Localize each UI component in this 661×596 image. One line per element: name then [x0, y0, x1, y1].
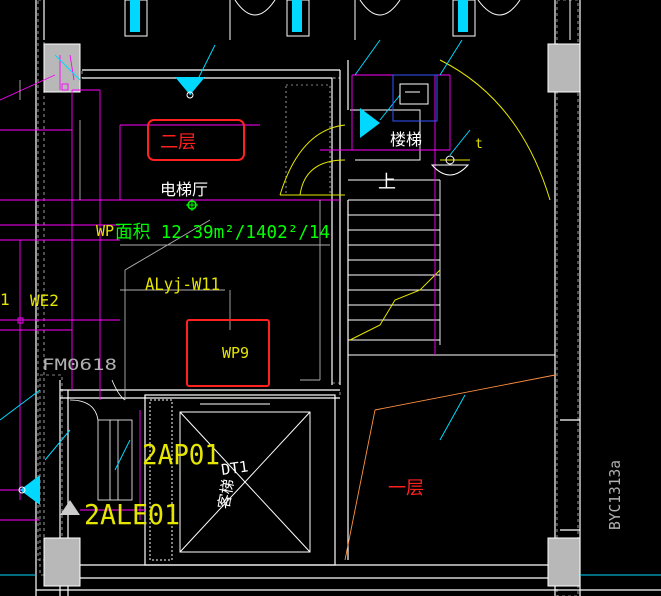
label-fm0618: FM0618	[42, 355, 117, 374]
label-passenger-lift: 客梯	[215, 478, 238, 511]
door-swings	[279, 59, 551, 341]
label-2ap01: 2AP01	[142, 438, 220, 471]
label-t: t	[475, 137, 483, 152]
magenta-wiring	[0, 54, 451, 521]
label-alyj-w11: ALyj-W11	[145, 275, 220, 295]
columns	[43, 43, 581, 587]
blue-box	[392, 74, 438, 122]
gray-wiring	[19, 80, 330, 400]
label-wp: WP	[96, 222, 114, 240]
label-byc1313a: BYC1313a	[606, 460, 624, 530]
green-marker	[186, 199, 198, 211]
cyan-symbols	[18, 77, 470, 515]
orange-lines	[344, 374, 556, 561]
cyan-lines	[0, 39, 661, 576]
top-fixtures	[124, 0, 571, 40]
label-2ale01: 2ALE01	[84, 498, 180, 531]
label-dt1: DT1	[220, 457, 249, 479]
label-stair: 楼梯	[390, 130, 422, 149]
label-we2: WE2	[30, 291, 59, 310]
label-wp9: WP9	[222, 344, 249, 362]
label-first-floor: 一层	[388, 478, 424, 499]
stairs	[348, 109, 555, 356]
label-elevator-hall: 电梯厅	[160, 180, 208, 199]
red-boxes	[147, 119, 270, 387]
label-one: 1	[0, 290, 10, 309]
label-area-note: 面积 12.39m²/1402²/14	[115, 222, 330, 243]
elevator-cab	[149, 399, 311, 561]
label-second-floor: 二层	[160, 132, 196, 153]
left-panels	[69, 379, 133, 501]
label-up: 上	[378, 172, 396, 193]
